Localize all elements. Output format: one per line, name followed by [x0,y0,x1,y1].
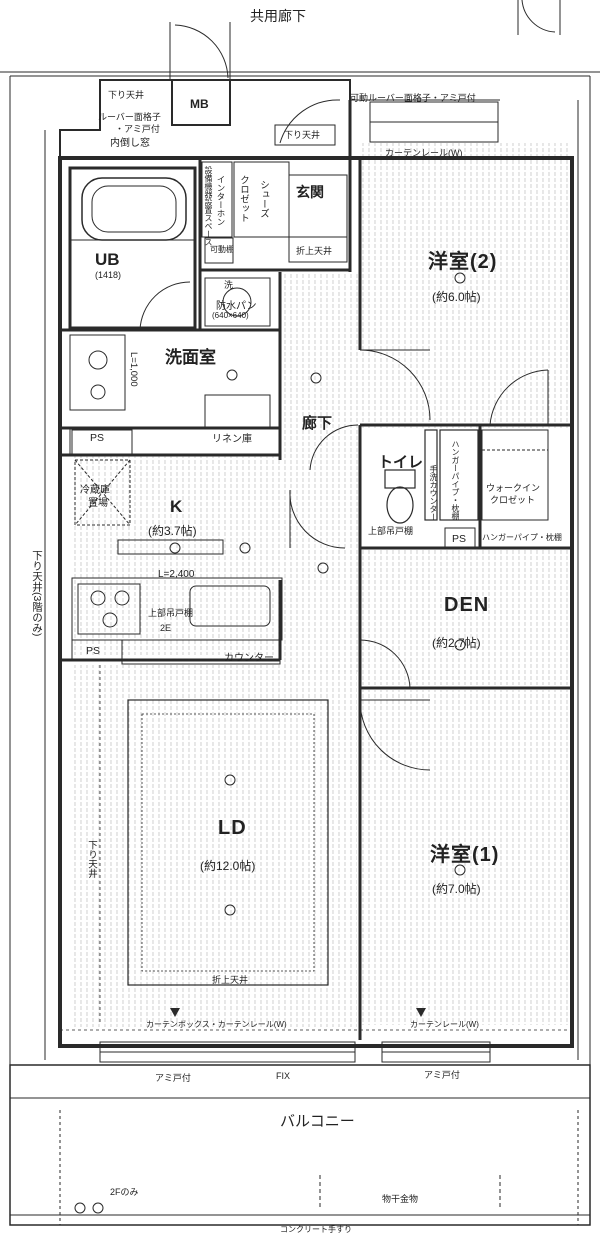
drop-ceiling-ld-label: 下り天井 [86,840,97,878]
room1-size-label: (約7.0帖) [432,882,481,896]
louver-door-label: ルーバー面格子 [98,112,161,122]
toilet-shelf-label: 上部吊戸棚 [368,526,414,536]
hanger-pipe-shelf-label: ハンガーパイプ・枕棚 [451,440,460,520]
shoes-label: シューズ [258,180,269,218]
closet-entrance-label: クロゼット [238,175,249,223]
movable-shelf-label: 可動棚 [210,245,234,254]
laundry-label: 物干金物 [382,1194,419,1204]
drop-ceiling-3f-label: 下り天井(3階のみ) [31,550,43,637]
room1-label: 洋室(1) [430,844,500,866]
louver-top-label: 可動ルーバー面格子・アミ戸付 [350,93,476,103]
den-label: DEN [444,594,490,616]
interior-walls [60,158,570,1040]
fridge2-label: 置場 [88,498,108,509]
k-size-label: (約3.7帖) [148,524,197,538]
den-size-label: (約2.7帖) [432,636,481,650]
windows [99,101,499,1063]
curtain-rail-top-label: カーテンレール(W) [385,148,463,158]
washer-pan-size-label: (640×640) [212,311,249,320]
washer-pan-label: 防水パン [216,301,257,312]
drop-ceiling-lines [60,665,570,1031]
walkin2-label: クロゼット [490,495,536,505]
toilet-label: トイレ [378,454,424,471]
washroom-label: 洗面室 [165,348,216,367]
floor-hatching [72,143,570,1027]
room2-label: 洋室(2) [428,251,498,273]
corridor-label: 共用廊下 [250,8,306,24]
walkin-label: ウォークイン [486,483,541,493]
washroom-fixtures [69,277,271,455]
balcony-label: バルコニー [280,1113,355,1130]
bottom-cut-label: コンクリート手すり [280,1225,352,1234]
outer-walls [0,71,600,1080]
ub-label: UB [95,250,120,269]
kitchen-2e-label: 2E [160,623,172,633]
screen-door-small-label: ・アミ戸付 [115,124,160,134]
fix-label: FIX [276,1071,291,1081]
k-label: K [170,497,183,516]
ld-label: LD [218,817,247,839]
ps3-label: PS [86,645,101,657]
drop-ceiling-entrance-label: 下り天井 [284,130,321,140]
unit-bath [68,166,197,331]
inner-window-label: 内倒し窓 [110,138,150,149]
curtain-box-ld-label: カーテンボックス・カーテンレール(W) [146,1020,287,1029]
toilet-counter-label: 手洗カウンター [429,465,438,521]
l-1000-label: L=1,000 [128,352,139,387]
l-2400-label: L=2,400 [158,569,195,580]
entrance-door-swing [169,0,561,80]
washer-mark-label: 洗 [224,280,234,290]
kitchen-shelf-label: 上部吊戸棚 [148,608,194,618]
folded-ceiling-ld-label: 折上天井 [212,975,249,985]
ub-size-label: (1418) [95,270,122,280]
second-floor-only-label: 2Fのみ [110,1187,139,1197]
counter-label: カウンター [224,653,274,664]
entrance-area [201,99,348,264]
ld-folded-ceiling [127,699,329,986]
mb-label: MB [190,97,209,111]
fridge-label: 冷蔵庫 [80,485,110,496]
intercom-label: インターホン [216,175,226,226]
ps2-label: PS [452,533,467,545]
door-swings [289,349,549,771]
toilet-fixture [384,429,479,524]
screen-door-r-label: アミ戸付 [424,1070,460,1080]
curtain-rail-r1-label: カーテンレール(W) [410,1020,479,1029]
folded-ceiling-entrance-label: 折上天井 [296,246,333,256]
walkin-closet [444,429,549,549]
drop-ceiling-top-label: 下り天井 [108,90,145,100]
hanger-pipe2-label: ハンガーパイプ・枕棚 [482,533,562,542]
balcony [9,1064,591,1226]
window-markers [170,1008,426,1017]
ld-size-label: (約12.0帖) [200,859,256,873]
mb-box [171,79,231,126]
kitchen-fixtures [71,459,283,665]
screen-door-l-label: アミ戸付 [155,1073,191,1083]
linen-label: リネン庫 [212,434,252,445]
security-space-label: 設備機器設置スペース [204,166,213,246]
ps1-label: PS [90,432,105,444]
room2-size-label: (約6.0帖) [432,290,481,304]
light-symbols [169,272,466,916]
entrance-label: 玄関 [296,184,324,200]
hallway-label: 廊下 [302,415,333,432]
